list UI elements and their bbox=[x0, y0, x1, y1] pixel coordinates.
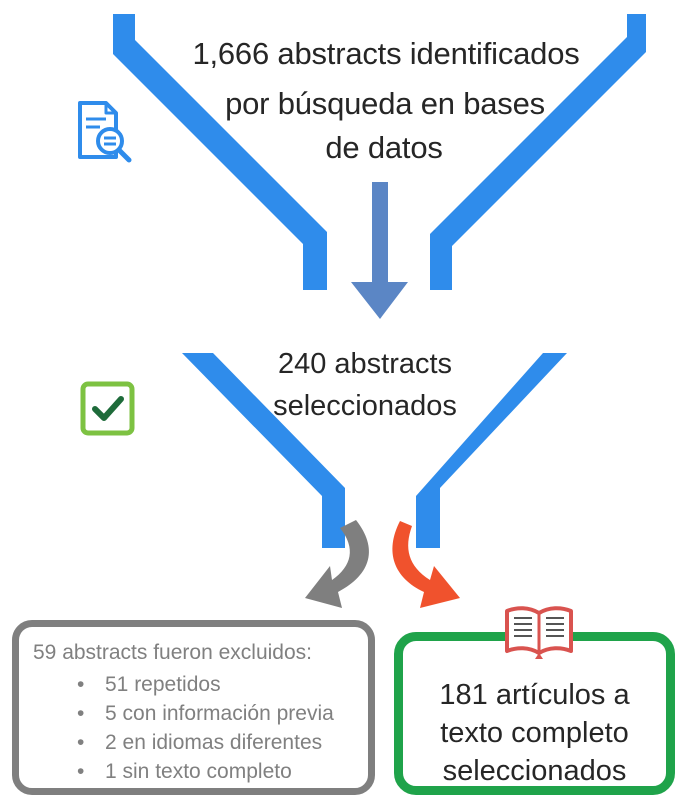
selected-text-line3: seleccionados bbox=[442, 755, 627, 787]
funnel-mid-left-stroke bbox=[182, 353, 345, 548]
selected-box: 181 artículos a texto completo seleccion… bbox=[394, 632, 675, 795]
selected-text-line1: 181 artículos a bbox=[439, 679, 630, 711]
orange-curved-arrow bbox=[392, 521, 460, 608]
bullet-icon: • bbox=[77, 702, 85, 725]
funnel-top-text-line1: 1,666 abstracts identificados bbox=[192, 36, 580, 71]
list-item: • 5 con información previa bbox=[77, 702, 334, 731]
list-item: • 1 sin texto completo bbox=[77, 760, 334, 789]
document-search-icon bbox=[78, 101, 132, 163]
gray-curved-arrow bbox=[305, 520, 369, 608]
open-book-icon bbox=[505, 606, 573, 659]
list-item: • 51 repetidos bbox=[77, 673, 334, 702]
excluded-box: 59 abstracts fueron excluidos: • 51 repet… bbox=[12, 620, 375, 795]
funnel-top-text-line3: de datos bbox=[325, 130, 443, 165]
bullet-icon: • bbox=[77, 731, 85, 754]
excluded-item-text: 2 en idiomas diferentes bbox=[105, 731, 323, 754]
excluded-list: •51 repetidos •5 con información previa … bbox=[77, 673, 334, 789]
selected-text-line2: texto completo bbox=[440, 717, 629, 749]
list-item: • 2 en idiomas diferentes bbox=[77, 731, 334, 760]
funnel-top-left-stroke bbox=[113, 14, 327, 290]
bullet-icon: • bbox=[77, 760, 85, 783]
checkbox-check-icon bbox=[80, 381, 135, 436]
funnel-mid-text-line2: seleccionados bbox=[273, 390, 457, 422]
funnel-top-text-line2: por búsqueda en bases bbox=[225, 86, 545, 121]
excluded-title: 59 abstracts fueron excluidos: bbox=[33, 641, 312, 664]
funnel-mid-text-line1: 240 abstracts bbox=[277, 348, 453, 380]
bullet-icon: • bbox=[77, 673, 85, 696]
excluded-item-text: 5 con información previa bbox=[105, 702, 334, 725]
funnel-top-right-stroke bbox=[430, 14, 646, 290]
excluded-item-text: 51 repetidos bbox=[105, 673, 221, 696]
excluded-item-text: 1 sin texto completo bbox=[105, 760, 292, 783]
funnel-mid-right-stroke bbox=[416, 353, 567, 548]
down-arrow bbox=[351, 182, 408, 319]
